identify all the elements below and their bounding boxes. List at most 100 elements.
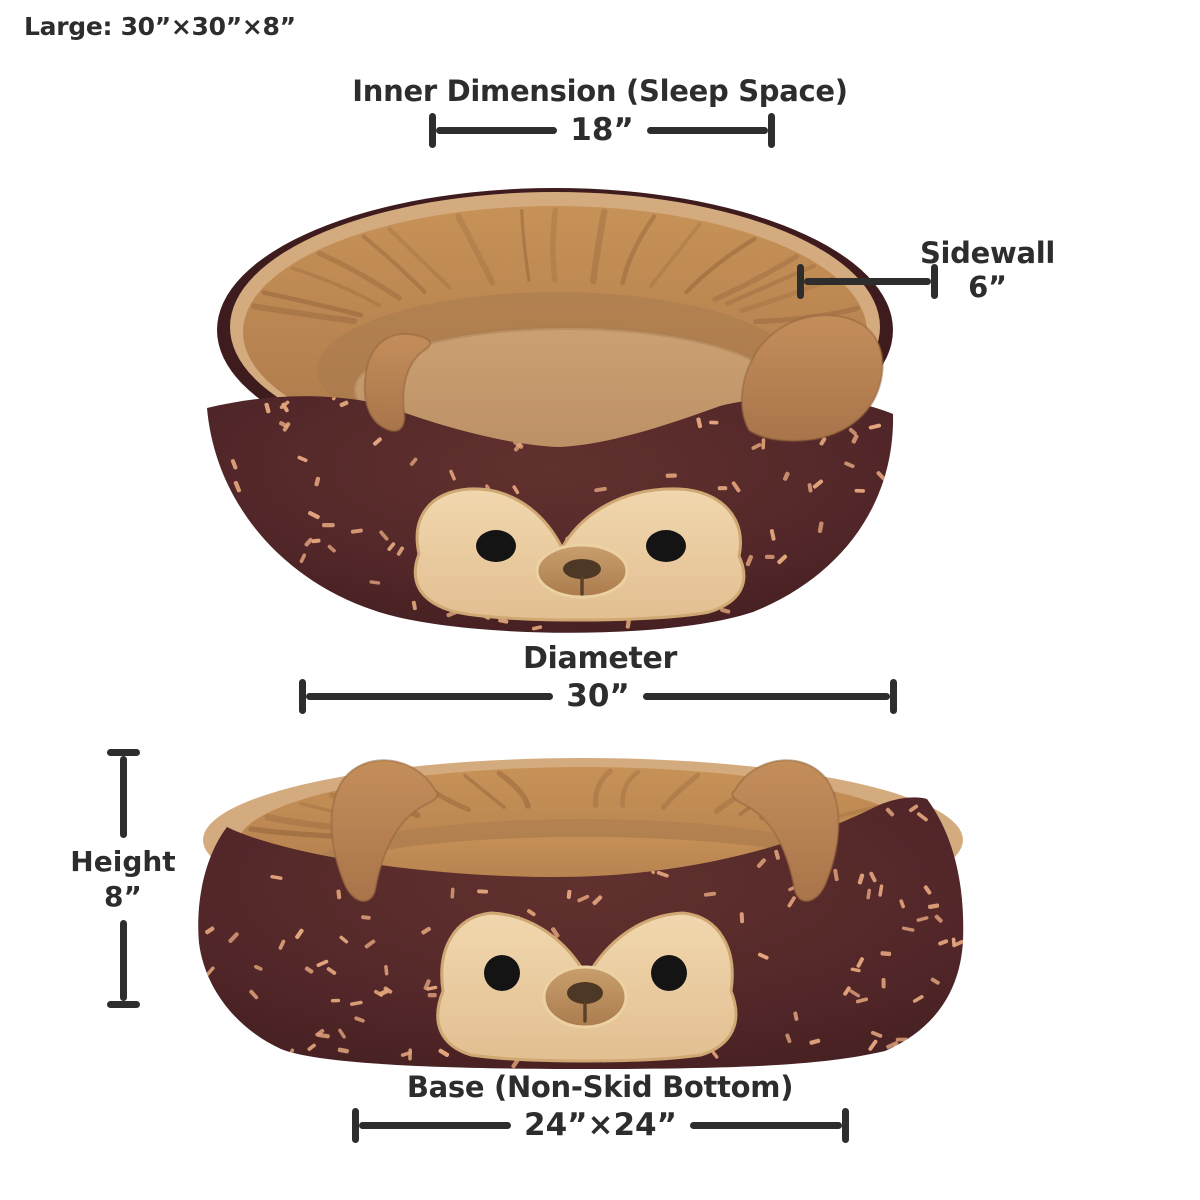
bar-line — [306, 693, 554, 700]
sprinkle — [850, 967, 861, 973]
sprinkle — [793, 1011, 799, 1021]
bar-endcap-left — [429, 113, 436, 148]
sprinkle — [833, 868, 839, 882]
wrinkle-crease — [361, 234, 427, 294]
wrinkle-crease — [620, 769, 641, 808]
bed-ear-right — [731, 759, 840, 902]
sprinkle — [761, 438, 766, 450]
sprinkle — [709, 420, 719, 425]
sprinkle — [350, 528, 363, 534]
eye-right — [646, 530, 686, 562]
nose — [567, 982, 603, 1004]
sprinkle — [369, 580, 381, 585]
sprinkle — [923, 885, 932, 895]
sprinkle — [527, 909, 536, 917]
sprinkle — [757, 952, 769, 960]
sprinkle — [903, 1056, 913, 1063]
sprinkle — [339, 935, 349, 944]
sprinkle — [739, 912, 745, 924]
sprinkle — [311, 538, 321, 544]
sprinkle — [895, 1037, 908, 1042]
wrinkle-crease — [261, 290, 364, 318]
sprinkle — [317, 1032, 330, 1039]
sprinkle — [230, 459, 238, 470]
wrinkle-crease — [455, 213, 496, 286]
sprinkle — [421, 926, 431, 935]
sprinkle — [266, 584, 273, 596]
sprinkle — [843, 986, 851, 996]
sprinkle — [336, 889, 342, 900]
bar-endcap-right — [842, 1108, 850, 1143]
bar-line — [119, 919, 127, 1001]
sprinkle — [299, 553, 307, 564]
bar-endcap-top — [106, 749, 140, 756]
sprinkle — [855, 997, 869, 1004]
bar-line — [646, 127, 769, 134]
wrinkle-crease — [290, 266, 381, 308]
sprinkle — [409, 457, 418, 466]
sprinkle — [550, 927, 560, 938]
wrinkle-crease — [387, 227, 452, 290]
sprinkle — [331, 396, 338, 401]
sprinkle — [354, 1016, 365, 1023]
sprinkle — [844, 461, 855, 469]
wrinkle-crease — [550, 207, 559, 283]
sprinkle — [236, 521, 243, 532]
bar-line — [119, 756, 127, 838]
sprinkle — [717, 486, 728, 491]
sprinkle — [938, 939, 949, 946]
sprinkle — [870, 1030, 883, 1038]
sprinkle — [949, 1021, 959, 1027]
sprinkle — [249, 989, 259, 1000]
inner-dimension-value: 18” — [570, 112, 634, 148]
hedgehog-face — [436, 911, 738, 1063]
bar-endcap-left — [352, 1108, 359, 1143]
wrinkle-crease — [520, 209, 531, 283]
sprinkle — [787, 896, 796, 908]
bed-ear-left — [330, 759, 439, 902]
sprinkle — [566, 889, 572, 899]
sprinkle — [230, 1047, 237, 1060]
sprinkle — [246, 1055, 256, 1062]
bar-endcap-left — [299, 679, 306, 714]
sprinkle — [426, 985, 438, 991]
sprinkle — [228, 932, 239, 943]
diameter-bar: 30” — [299, 679, 898, 714]
sprinkle — [330, 998, 341, 1003]
bed-top-view-illustration — [207, 188, 894, 633]
base-value: 24”×24” — [524, 1107, 678, 1143]
sprinkle — [270, 874, 283, 880]
base-title: Base (Non-Skid Bottom) — [406, 1070, 794, 1104]
sprinkle — [304, 537, 313, 547]
sprinkle — [338, 1028, 346, 1039]
sprinkle — [384, 965, 389, 976]
sprinkle — [297, 455, 308, 463]
sprinkle — [364, 939, 376, 949]
sprinkle — [264, 402, 271, 414]
bed-front-view-illustration — [198, 758, 964, 1069]
sprinkle — [731, 481, 741, 493]
sprinkle — [756, 858, 766, 868]
sprinkle — [848, 427, 857, 436]
sprinkle — [749, 619, 758, 629]
bar-endcap-bottom — [106, 1001, 140, 1008]
bed-front-wall — [198, 797, 964, 1069]
sprinkle — [282, 422, 291, 432]
bar-endcap-left — [797, 264, 804, 299]
sprinkle — [869, 871, 877, 883]
sprinkle — [423, 979, 431, 990]
inner-dimension-title: Inner Dimension (Sleep Space) — [352, 74, 848, 108]
sprinkle — [876, 471, 886, 481]
sprinkle — [856, 957, 865, 968]
bar-endcap-right — [931, 264, 938, 299]
sprinkle — [295, 928, 304, 940]
bar-line — [436, 127, 558, 134]
diameter-title: Diameter — [522, 641, 678, 676]
sprinkle — [279, 400, 290, 410]
sprinkle — [769, 529, 776, 541]
sprinkle — [316, 959, 329, 968]
sprinkle — [205, 926, 215, 935]
sprinkle — [279, 609, 289, 619]
bar-line — [690, 1122, 843, 1129]
